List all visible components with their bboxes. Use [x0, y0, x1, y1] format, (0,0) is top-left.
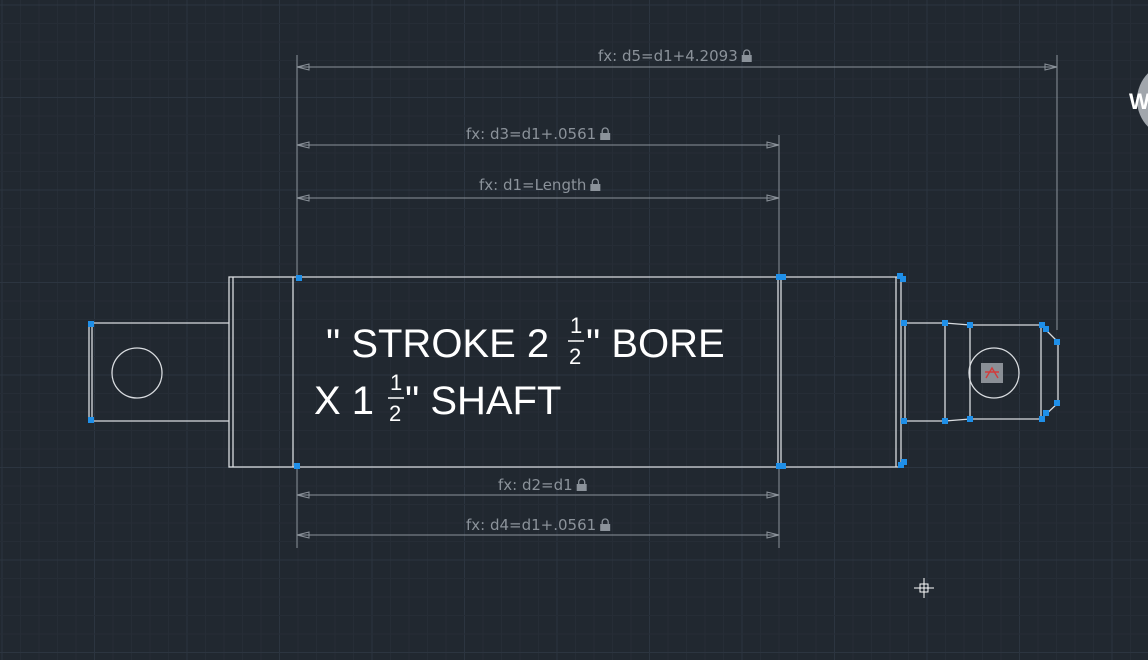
arrowhead-icon [766, 531, 780, 539]
grip-handle[interactable] [901, 418, 907, 424]
grip-handle[interactable] [780, 274, 786, 280]
end-cap[interactable] [228, 276, 294, 468]
lock-icon [576, 478, 587, 491]
grip-handle[interactable] [294, 463, 300, 469]
right-pin-hole[interactable] [968, 347, 1020, 399]
grip-handle[interactable] [942, 320, 948, 326]
arrowhead-icon [766, 194, 780, 202]
dimension-d1[interactable]: fx: d1=Length [296, 176, 780, 280]
dimension-text: fx: d4=d1+.0561 [466, 516, 596, 534]
left-clevis[interactable] [88, 322, 229, 422]
grip-handle[interactable] [901, 320, 907, 326]
grip-handle[interactable] [900, 276, 906, 282]
lock-icon [590, 178, 601, 191]
dimension-text: fx: d5=d1+4.2093 [598, 47, 738, 65]
dimension-text: fx: d2=d1 [498, 476, 573, 494]
grip-handle[interactable] [942, 418, 948, 424]
mtext-label[interactable]: " STROKE 2 1 2 " BORE X 1 1 2 " SHAFT [314, 313, 725, 426]
arrowhead-icon [296, 194, 310, 202]
cylinder-head[interactable] [781, 276, 902, 468]
grip-handle[interactable] [780, 463, 786, 469]
grip-handle[interactable] [1054, 339, 1060, 345]
grip-handle[interactable] [1039, 416, 1045, 422]
mtext-line2-prefix: X 1 [314, 379, 374, 423]
crosshair-cursor-icon [914, 578, 934, 598]
dimension-text: fx: d1=Length [479, 176, 586, 194]
grip-handle[interactable] [776, 274, 782, 280]
left-pin-hole[interactable] [111, 347, 163, 399]
mtext-line1-prefix: " STROKE 2 [326, 322, 549, 366]
dimension-d4[interactable]: fx: d4=d1+.0561 [296, 468, 780, 548]
cylinder-barrel[interactable] [293, 276, 782, 468]
grip-handle[interactable] [1039, 322, 1045, 328]
mtext-line1-frac-num: 1 [570, 313, 582, 338]
mtext-line1-suffix: " BORE [586, 322, 725, 366]
viewcube[interactable]: W [1129, 62, 1148, 138]
lock-icon [600, 127, 611, 140]
lock-icon [600, 518, 611, 531]
cylinder-geometry[interactable] [88, 276, 1059, 468]
grip-group[interactable] [88, 273, 1060, 469]
viewcube-label: W [1129, 89, 1148, 114]
arrowhead-icon [296, 63, 310, 71]
grip-handle[interactable] [1054, 400, 1060, 406]
mtext-line2-frac-num: 1 [390, 370, 402, 395]
grip-handle[interactable] [1043, 410, 1049, 416]
grip-handle[interactable] [776, 463, 782, 469]
arrowhead-icon [296, 141, 310, 149]
arrowhead-icon [296, 531, 310, 539]
mtext-line2-suffix: " SHAFT [405, 379, 561, 423]
mtext-line1-frac-den: 2 [569, 344, 581, 369]
grip-handle[interactable] [1043, 326, 1049, 332]
parameter-glyph-icon[interactable] [981, 363, 1003, 383]
arrowhead-icon [1044, 63, 1058, 71]
grip-handle[interactable] [88, 321, 94, 327]
rod-end[interactable] [904, 322, 1059, 422]
dimension-text: fx: d3=d1+.0561 [466, 125, 596, 143]
lock-icon [741, 49, 752, 62]
dimension-d2[interactable]: fx: d2=d1 [296, 468, 780, 508]
grip-handle[interactable] [967, 322, 973, 328]
grip-handle[interactable] [901, 459, 907, 465]
arrowhead-icon [766, 491, 780, 499]
arrowhead-icon [766, 141, 780, 149]
grip-handle[interactable] [88, 417, 94, 423]
arrowhead-icon [296, 491, 310, 499]
grip-handle[interactable] [296, 275, 302, 281]
dimension-d5[interactable]: fx: d5=d1+4.2093 [296, 47, 1058, 330]
mtext-line2-frac-den: 2 [389, 401, 401, 426]
dimension-group[interactable]: fx: d5=d1+4.2093 fx: d3=d1+.0561 fx: d1=Le… [296, 47, 1058, 548]
grip-handle[interactable] [967, 416, 973, 422]
